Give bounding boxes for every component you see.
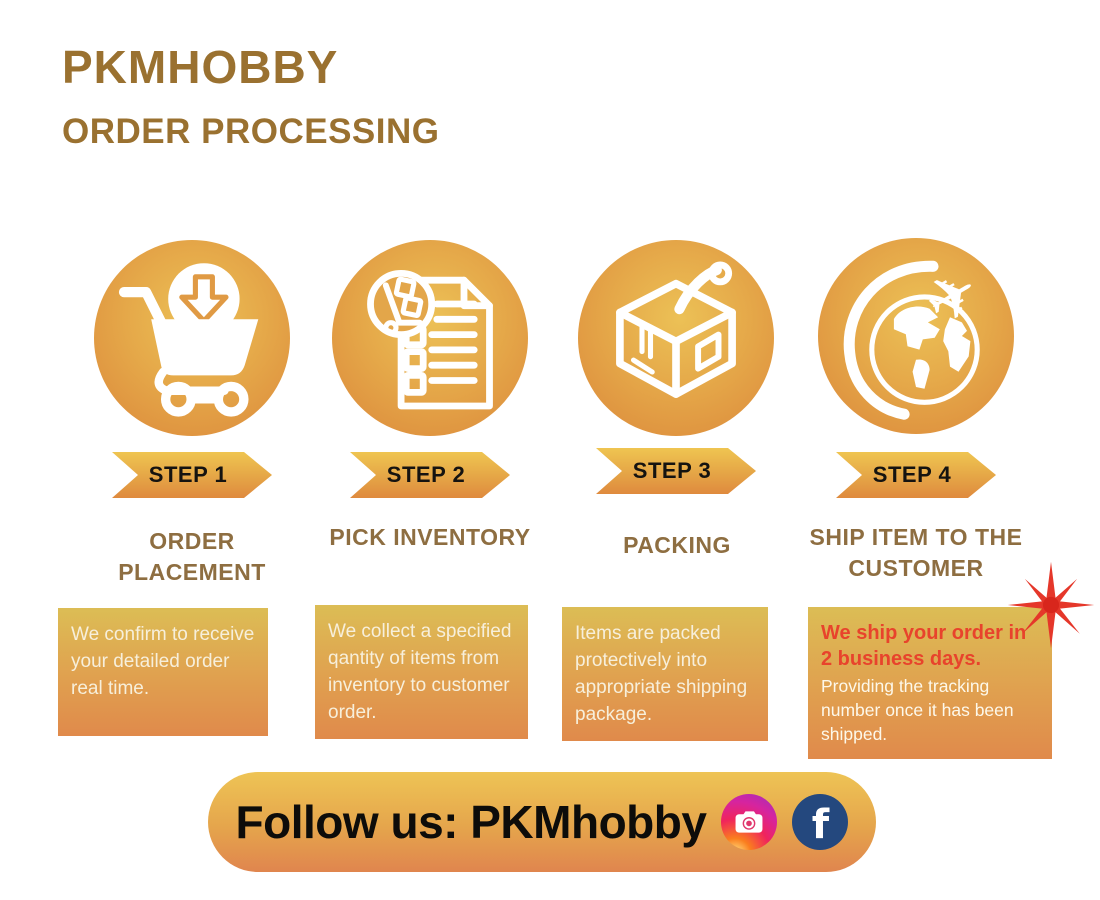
step4-description-text: Providing the tracking number once it ha… — [821, 676, 1014, 744]
brand-title: PKMHOBBY — [62, 41, 339, 93]
step4-badge-label: STEP 4 — [872, 462, 952, 487]
step2-title: PICK INVENTORY — [329, 524, 531, 550]
step3-badge-label: STEP 3 — [632, 458, 712, 483]
step1-description-text: We confirm to receive your detailed orde… — [71, 624, 255, 699]
follow-us-banner[interactable]: Follow us: PKMhobby f — [208, 772, 876, 872]
step2-circle — [332, 240, 528, 436]
step3-circle — [578, 240, 774, 436]
step4-title: SHIP ITEM TO THE CUSTOMER — [809, 524, 1023, 581]
step2-badge: STEP 2 — [350, 452, 510, 498]
pick-inventory-icon — [367, 270, 493, 410]
step1-circle — [94, 240, 290, 436]
step3-description-text: Items are packed protectively into appro… — [575, 623, 748, 725]
step4-badge: STEP 4 — [836, 452, 996, 498]
step1-badge-label: STEP 1 — [148, 462, 228, 487]
step3-description: Items are packed protectively into appro… — [562, 607, 768, 741]
step4-description: We ship your order in 2 business days. P… — [808, 607, 1052, 759]
step2-description-text: We collect a specified qantity of items … — [328, 621, 512, 723]
step1-badge: STEP 1 — [112, 452, 272, 498]
step4-circle: ✈ — [818, 238, 1014, 434]
step2-badge-label: STEP 2 — [386, 462, 466, 487]
step1-description: We confirm to receive your detailed orde… — [58, 608, 268, 736]
page-title: ORDER PROCESSING — [62, 112, 440, 151]
starburst-icon — [1006, 560, 1096, 650]
step1-title: ORDER PLACEMENT — [118, 528, 266, 585]
packing-box-icon — [616, 261, 736, 398]
facebook-icon[interactable]: f — [792, 794, 849, 850]
instagram-icon[interactable] — [721, 794, 778, 850]
step2-description: We collect a specified qantity of items … — [315, 605, 528, 739]
step3-badge: STEP 3 — [596, 448, 756, 494]
step3-title: PACKING — [623, 532, 731, 558]
facebook-letter: f — [811, 802, 830, 848]
cart-download-icon — [118, 263, 259, 417]
follow-us-label: Follow us: PKMhobby — [235, 796, 707, 848]
global-shipping-icon: ✈ — [843, 254, 992, 420]
step4-description-highlight: We ship your order in 2 business days. — [821, 622, 1027, 670]
